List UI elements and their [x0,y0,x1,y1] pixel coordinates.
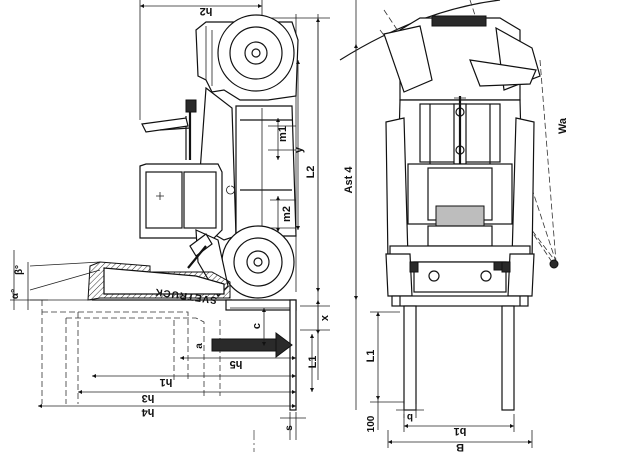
dimension-angles: β° α° [10,250,48,310]
label-a: a [194,343,205,349]
dimension-y: y [293,60,305,230]
dimension-Ast4: Ast 4 [343,44,358,300]
label-alpha: α° [10,289,21,299]
side-view: h2 [10,0,331,452]
dimension-100: 100 [366,396,404,432]
label-L1: L1 [307,356,319,369]
label-B: B [456,441,464,452]
label-m1: m1 [277,126,289,142]
dimension-Wa: Wa [557,117,569,134]
dimension-h5: h5 [180,356,296,370]
label-h5: h5 [230,358,243,370]
loader-body: SVETRUCK [87,14,299,411]
fork-left [403,305,417,411]
left-tire [385,117,409,263]
steering-bar [141,117,189,133]
label-h1: h1 [160,376,173,388]
label-h4: h4 [141,406,155,418]
label-100: 100 [366,415,377,432]
label-b1: b1 [454,425,467,437]
dimension-s: s [280,412,306,440]
front-view: Wa Ast 4 L1 100 b [339,0,569,452]
front-right-wheel [507,253,535,297]
seat-mount [185,99,197,113]
operator-cab [139,163,223,239]
front-left-wheel [385,253,413,297]
dimension-m2: m2 [270,196,296,232]
label-beta: β° [14,265,25,275]
dimension-L2: L2 [305,18,320,292]
label-h2: h2 [200,5,213,17]
dimension-h3: h3 [78,390,296,404]
fork-carriage-front [391,295,529,307]
fork-tine [225,299,297,311]
label-b: b [407,411,413,422]
dimension-B: B [387,430,533,452]
fork-right [501,305,515,411]
dimension-h2: h2 [139,0,263,120]
label-h3: h3 [142,392,155,404]
right-tire [511,117,535,263]
label-x: x [319,314,331,321]
dimension-m1: m1 [268,118,296,160]
dimension-L1: L1 [307,334,319,392]
label-m2: m2 [281,206,293,222]
dimension-h4: h4 [38,404,296,418]
label-Ast4: Ast 4 [343,166,355,194]
label-s: s [284,425,295,431]
dimension-x: x [300,300,331,334]
dimension-L1-front: L1 [365,311,400,400]
label-y: y [293,146,305,153]
load-arrow: a [194,332,293,358]
label-L1-front: L1 [365,350,377,363]
dimension-h1: h1 [92,374,296,388]
radiator [435,205,485,227]
dimension-b1: b1 [403,414,515,437]
label-Wa: Wa [557,117,569,134]
label-c: c [251,323,263,329]
label-L2: L2 [305,166,317,179]
dimension-c: c [230,307,290,346]
